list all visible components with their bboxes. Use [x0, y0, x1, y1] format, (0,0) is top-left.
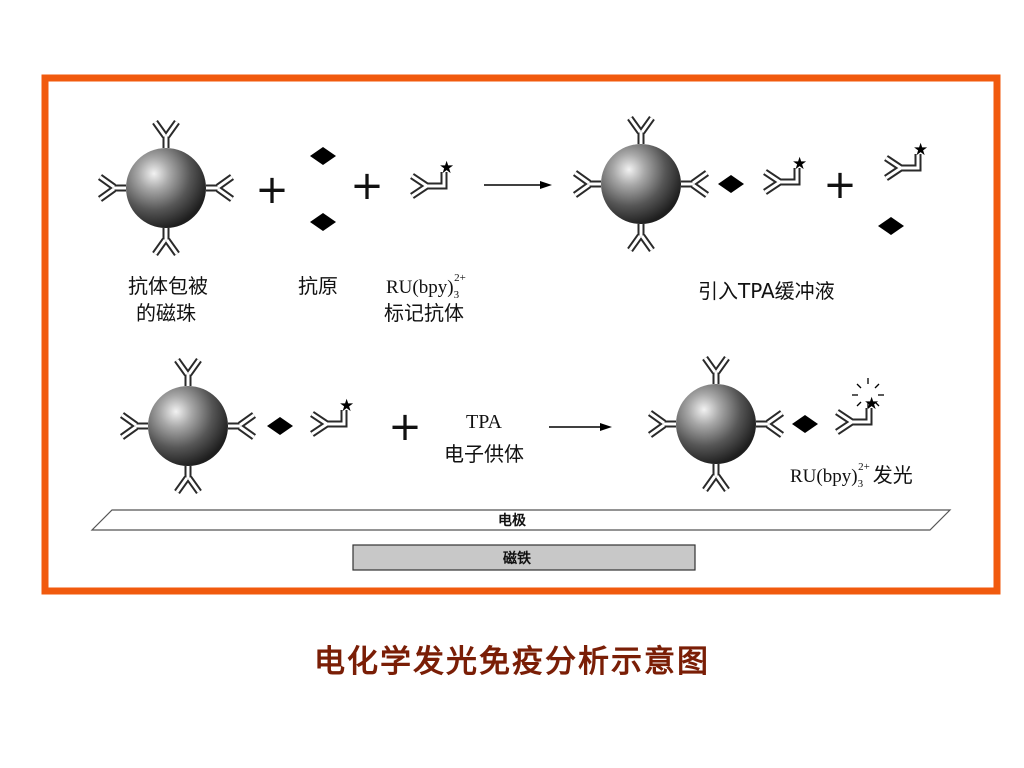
bead-label-line1: 抗体包被 — [128, 274, 208, 298]
buffer-label: 引入TPA缓冲液 — [698, 279, 835, 303]
labeled-antibody-label: 标记抗体 — [384, 301, 464, 325]
electrode-label: 电极 — [498, 512, 527, 529]
antigen-label: 抗原 — [298, 274, 338, 298]
electron-donor-label: 电子供体 — [444, 442, 524, 466]
emitting-complex-bead — [650, 358, 884, 490]
antibody-coated-bead — [100, 122, 232, 254]
diagram-frame — [41, 74, 1001, 595]
electrode: 电极 — [90, 509, 952, 531]
light-emission-icon — [852, 378, 884, 408]
plus-sign: + — [823, 162, 857, 208]
bead-on-electrode — [122, 360, 354, 492]
ru-complex-label: RU(bpy)32+ — [386, 272, 466, 301]
reaction-arrow — [484, 181, 552, 189]
magnet-label: 磁铁 — [503, 550, 531, 567]
plus-sign: + — [350, 163, 384, 209]
immune-complex-bead — [575, 118, 807, 250]
plus-sign: + — [255, 167, 289, 213]
emission-label: RU(bpy)32+发光 — [790, 461, 913, 490]
magnet: 磁铁 — [352, 544, 696, 571]
tpa-label: TPA — [466, 411, 503, 433]
bead-label-line2: 的磁珠 — [136, 301, 196, 325]
reaction-arrow — [549, 423, 612, 431]
plus-sign: + — [388, 404, 422, 450]
figure-caption: 电化学发光免疫分析示意图 — [314, 644, 710, 680]
